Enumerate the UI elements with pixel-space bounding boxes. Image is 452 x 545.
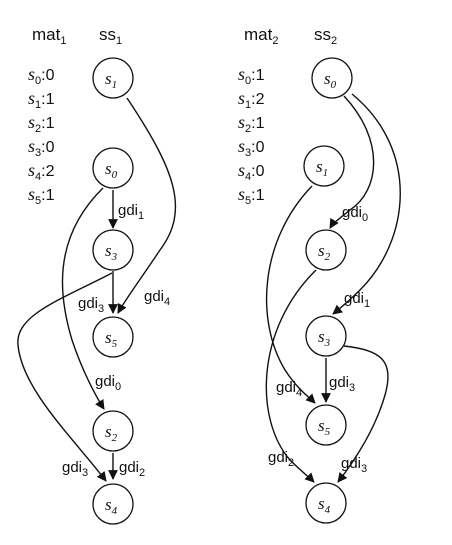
state-node: s5 [305,404,347,446]
svg-text:s0: s0 [324,69,337,91]
mat2-entry: s2:1 [238,112,265,135]
mat1-entry: s1:1 [28,88,55,111]
svg-text:s3: s3 [105,241,118,263]
mat2-entry: s3:0 [238,136,265,159]
mat2-list: s0:1 s1:2 s2:1 s3:0 s4:0 s5:1 [238,64,265,207]
state-node: s5 [92,316,134,358]
edge-s0-s3 [332,93,401,315]
svg-text:s1: s1 [105,69,117,91]
mat2-entry: s1:2 [238,88,265,111]
svg-text:s2: s2 [105,422,118,444]
svg-text:s3: s3 [318,327,331,349]
edge-label: gdi4 [144,288,170,308]
ss1-nodes: s1 s0 s3 s5 s2 s4 [92,57,134,525]
edge-label: gdi0 [342,204,368,224]
mat2-entry: s0:1 [238,64,265,87]
edge-s3-s4 [17,272,113,482]
edge-label: gdi4 [276,379,302,399]
state-node: s3 [92,229,134,271]
edge-s0-s2 [61,187,105,410]
state-node: s4 [92,483,134,525]
ss2-edges [265,93,401,483]
mat1-header: mat1 [32,25,66,47]
ss1-edges [17,97,177,482]
edge-label: gdi2 [119,459,145,479]
ss2-edge-labels: gdi0 gdi1 gdi3 gdi4 gdi2 gdi3 [268,204,370,475]
edge-label: gdi1 [344,290,370,310]
svg-text:s5: s5 [105,328,118,350]
svg-text:s1: s1 [316,157,328,179]
state-node: s2 [92,410,134,452]
edge-label: gdi1 [118,202,144,222]
edge-s2-s4 [265,269,317,483]
state-node: s2 [305,229,347,271]
mat2-entry: s5:1 [238,184,265,207]
edge-s0-s2 [329,95,375,229]
ss2-header: ss2 [314,25,337,47]
edge-label: gdi3 [329,374,355,394]
ss1-header: ss1 [99,25,122,47]
edge-label: gdi0 [95,373,121,393]
svg-text:s2: s2 [318,241,331,263]
edge-label: gdi3 [62,459,88,479]
svg-text:s4: s4 [318,494,331,516]
ss1-edge-labels: gdi1 gdi4 gdi3 gdi0 gdi3 gdi2 [62,202,170,479]
edge-s1-s5 [117,97,177,314]
mat1-list: s0:0 s1:1 s2:1 s3:0 s4:2 s5:1 [28,64,55,207]
state-node: s3 [305,315,347,357]
edge-s1-s5 [265,185,316,404]
state-node: s0 [92,147,134,189]
state-node: s0 [311,57,353,99]
mat1-entry: s4:2 [28,160,55,183]
ss2-nodes: s0 s1 s2 s3 s5 s4 [303,57,353,524]
mat1-entry: s2:1 [28,112,55,135]
mat2-header: mat2 [244,25,278,47]
state-node: s1 [92,57,134,99]
svg-text:s0: s0 [105,159,118,181]
edge-label: gdi3 [341,455,367,475]
svg-text:s4: s4 [105,495,118,517]
mat1-entry: s5:1 [28,184,55,207]
mat1-entry: s0:0 [28,64,55,87]
state-node: s4 [305,482,347,524]
edge-label: gdi2 [268,449,294,469]
mat1-entry: s3:0 [28,136,55,159]
edge-label: gdi3 [78,295,104,315]
state-node: s1 [303,145,345,187]
mat2-entry: s4:0 [238,160,265,183]
svg-text:s5: s5 [318,416,331,438]
edge-s3-s4 [337,345,389,483]
